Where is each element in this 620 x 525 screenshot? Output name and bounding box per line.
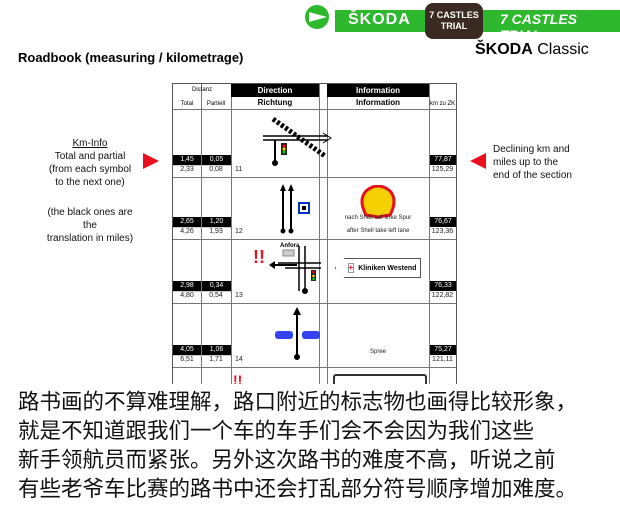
note-line: Declining km and <box>493 144 570 155</box>
note-line: miles up to the <box>493 157 559 168</box>
caption-line: 就是不知道跟我们一个车的车手们会不会因为我们这些 <box>18 419 535 444</box>
table-row: 2,65 1,20 76,67 4,26 1,93 12 123,36 nach… <box>173 177 456 240</box>
step-number: 12 <box>235 228 243 235</box>
roadbook-table: Distanz Total Partiell Direction Informa… <box>172 83 457 384</box>
partiell-km: 1,20 <box>202 217 231 227</box>
col-distanz: Distanz <box>191 87 212 93</box>
partiell-mi: 1,93 <box>209 228 223 235</box>
col-information: Information <box>327 84 429 97</box>
warning-icon: !! <box>233 372 243 384</box>
col-partiell: Partiell <box>206 101 226 107</box>
event-title: 7 CASTLES TRIAL <box>500 11 578 43</box>
straight-ahead-icon <box>280 184 310 234</box>
km-to-control-mi: 125,29 <box>431 166 454 173</box>
total-km: 1,45 <box>173 155 201 165</box>
km-to-control-mi: 123,36 <box>431 228 454 235</box>
pointer-right-icon <box>143 153 159 169</box>
km-to-control: 76,33 <box>430 281 456 291</box>
step-number: 13 <box>235 292 243 299</box>
right-note: Declining km and miles up to the end of … <box>493 143 572 182</box>
classic-brand: ŠKODA <box>475 41 533 58</box>
km-info-title: Km-Info <box>72 138 108 149</box>
partiell-mi: 0,54 <box>209 292 223 299</box>
km-to-control: 77,87 <box>430 155 456 165</box>
caption: 路书画的不算难理解，路口附近的标志物也画得比较形象， 就是不知道跟我们一个车的车… <box>18 388 618 504</box>
kliniken-westend-sign: +Kliniken Westend <box>334 258 422 278</box>
caption-line: 路书画的不算难理解，路口附近的标志物也画得比较形象， <box>18 390 578 415</box>
note-line: (the black ones are the <box>47 207 133 231</box>
left-note: Km-Info Total and partial (from each sym… <box>40 137 140 245</box>
note-line: to the next one) <box>55 177 125 188</box>
info-en: after Shell take left lane <box>346 228 410 234</box>
table-row: 4,05 1,06 75,27 6,51 1,71 14 121,11 Spre… <box>173 303 456 368</box>
km-to-control-mi: 122,82 <box>431 292 454 299</box>
col-km: km zu ZK <box>429 101 456 107</box>
km-to-control: 76,67 <box>430 217 456 227</box>
sign-text: Kliniken Westend <box>358 264 417 272</box>
partiell-mi: 1,71 <box>209 356 223 363</box>
pointer-left-icon <box>470 153 486 169</box>
table-row: !! Anfora +Kliniken Westend 2,98 0,34 76,… <box>173 239 456 304</box>
shell-logo-icon <box>360 184 396 219</box>
total-mi: 6,51 <box>180 356 194 363</box>
svg-text:!!: !! <box>253 247 265 267</box>
sign-icon <box>333 374 427 384</box>
brand-text: ŠKODA <box>348 11 411 28</box>
caption-line: 有些老爷车比赛的路书中还会打乱部分符号顺序增加难度。 <box>18 477 578 502</box>
total-mi: 4,26 <box>180 228 194 235</box>
col-direction: Direction <box>231 84 319 97</box>
km-to-control-mi: 121,11 <box>432 356 453 363</box>
skoda-classic-logo: ŠKODA Classic <box>475 41 589 59</box>
total-mi: 4,80 <box>180 292 194 299</box>
partiell-mi: 0,08 <box>209 166 223 173</box>
info-de: nach Shell auf linke Spur <box>344 215 412 221</box>
step-number: 14 <box>235 356 243 363</box>
col-richtung: Richtung <box>257 98 293 107</box>
note-line: end of the section <box>493 170 572 181</box>
left-turn-icon: !! Anfora <box>253 243 321 294</box>
note-line: translation in miles) <box>46 233 134 244</box>
step-number: 11 <box>235 166 243 173</box>
note-line: Total and partial <box>54 151 126 162</box>
total-km: 4,05 <box>173 345 201 355</box>
info-de: Spree <box>369 349 386 355</box>
skoda-logo-icon <box>305 5 329 29</box>
page-title: Roadbook (measuring / kilometrage) <box>18 50 244 65</box>
railway-crossing-icon <box>263 116 332 166</box>
total-mi: 2,33 <box>180 166 194 173</box>
note-line: (from each symbol <box>48 164 132 175</box>
partiell-km: 1,06 <box>202 345 231 355</box>
event-badge: 7 CASTLES TRIAL <box>425 3 483 39</box>
km-to-control: 75,27 <box>430 345 456 355</box>
svg-text:Anfora: Anfora <box>280 243 300 249</box>
bridge-icon <box>275 307 320 360</box>
partiell-km: 0,34 <box>202 281 231 291</box>
classic-text: Classic <box>537 41 589 58</box>
partiell-km: 0,05 <box>202 155 231 165</box>
total-km: 2,98 <box>173 281 201 291</box>
col-information-de: Information <box>356 98 400 107</box>
col-total: Total <box>180 101 194 107</box>
caption-line: 新手领航员而紧张。另外这次路书的难度不高，听说之前 <box>18 448 556 473</box>
total-km: 2,65 <box>173 217 201 227</box>
hospital-icon: + <box>347 263 355 273</box>
table-row: 1,45 0,05 77,87 2,33 0,08 11 125,29 <box>173 109 456 178</box>
